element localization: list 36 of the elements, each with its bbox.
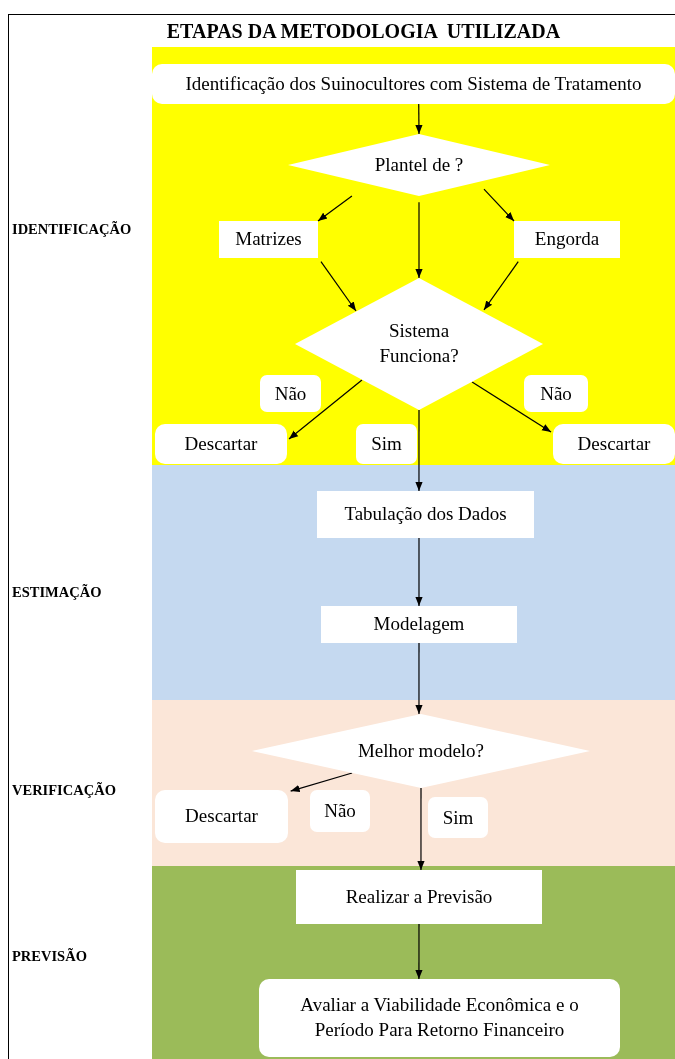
arrow — [415, 642, 423, 715]
decision-diamond: Melhor modelo? — [252, 714, 590, 788]
process-box: Engorda — [514, 221, 620, 258]
arrow — [290, 772, 353, 792]
process-box: Tabulação dos Dados — [317, 491, 534, 538]
stage-label: PREVISÃO — [12, 948, 87, 965]
edge-label: Não — [310, 790, 370, 832]
process-box: Avaliar a Viabilidade Econômica e o Período Para Retorno Financeiro — [259, 979, 620, 1057]
edge-label: Não — [260, 375, 321, 412]
arrow — [317, 195, 353, 222]
edge-label: Sim — [356, 424, 417, 464]
arrow — [415, 409, 423, 492]
process-box: Modelagem — [321, 606, 517, 643]
arrow — [483, 188, 515, 222]
arrow — [415, 201, 423, 279]
arrow — [320, 261, 357, 312]
edge-label: Não — [524, 375, 588, 412]
process-box: Descartar — [553, 424, 675, 464]
stage-label: VERIFICAÇÃO — [12, 782, 116, 799]
arrow — [471, 381, 552, 433]
arrow — [415, 923, 423, 980]
edge-label: Sim — [428, 797, 488, 838]
diagram-title: ETAPAS DA METODOLOGIA UTILIZADA — [165, 20, 562, 43]
arrow — [415, 103, 423, 135]
arrow — [417, 787, 425, 871]
arrow — [288, 379, 363, 440]
decision-diamond: Plantel de ? — [288, 134, 550, 196]
process-box: Identificação dos Suinocultores com Sistema de Tratamento — [152, 64, 675, 104]
process-box: Descartar — [155, 424, 287, 464]
arrow — [415, 537, 423, 607]
process-box: Matrizes — [219, 221, 318, 258]
stage-label: IDENTIFICAÇÃO — [12, 221, 132, 238]
process-box: Realizar a Previsão — [296, 870, 542, 924]
process-box: Descartar — [155, 790, 288, 843]
stage-label: ESTIMAÇÃO — [12, 584, 102, 601]
arrow — [483, 261, 519, 311]
